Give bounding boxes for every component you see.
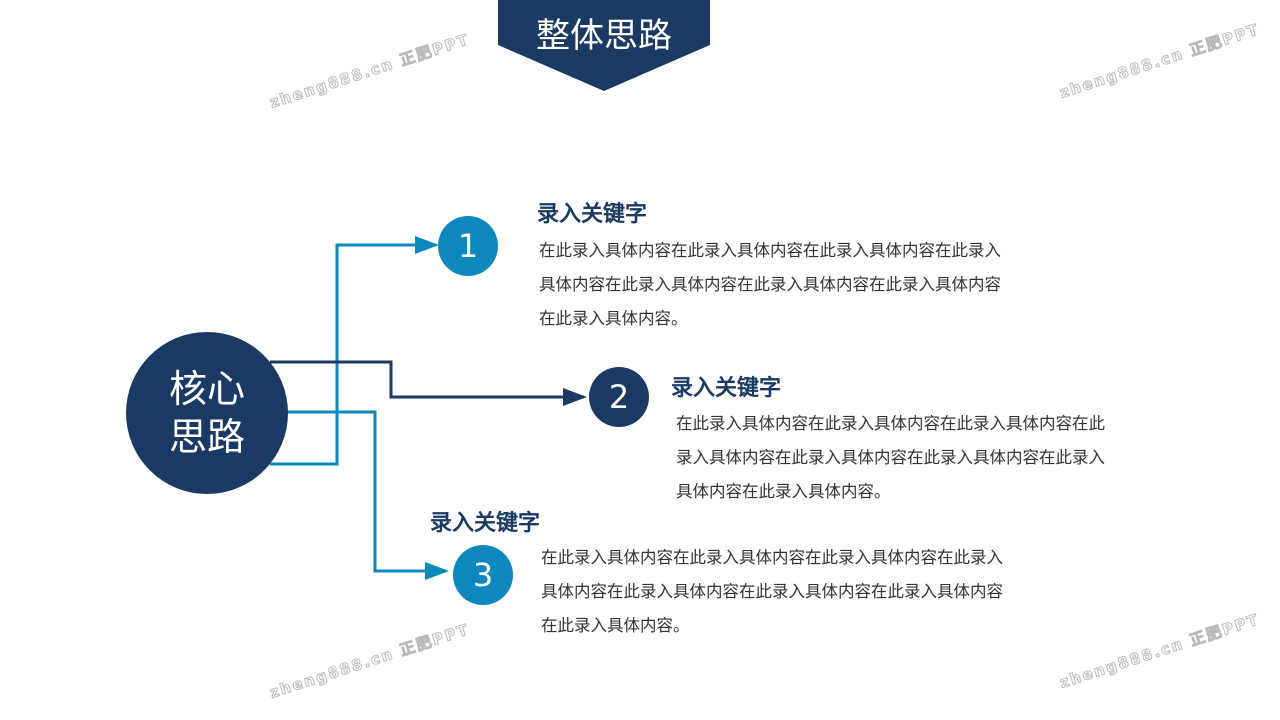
keyword-2: 录入关键字 [671,376,782,401]
body-text-3: 在此录入具体内容在此录入具体内容在此录入具体内容在此录入具体内容在此录入具体内容… [541,548,1003,635]
keyword-3: 录入关键字 [430,511,541,536]
core-label: 核心思路 [168,367,245,459]
connector-3 [286,410,449,580]
number-circle-3: 3 [453,545,513,605]
connector-2 [270,360,587,406]
connector-1 [270,236,439,466]
number-circle-2: 2 [589,367,649,427]
title-banner [498,0,710,91]
page-title: 整体思路 [536,16,672,56]
keyword-1: 录入关键字 [537,202,648,227]
body-text-1: 在此录入具体内容在此录入具体内容在此录入具体内容在此录入具体内容在此录入具体内容… [539,241,1001,328]
core-circle: 核心思路 [126,332,288,494]
body-text-2: 在此录入具体内容在此录入具体内容在此录入具体内容在此录入具体内容在此录入具体内容… [676,414,1105,501]
number-circle-1: 1 [438,216,498,276]
